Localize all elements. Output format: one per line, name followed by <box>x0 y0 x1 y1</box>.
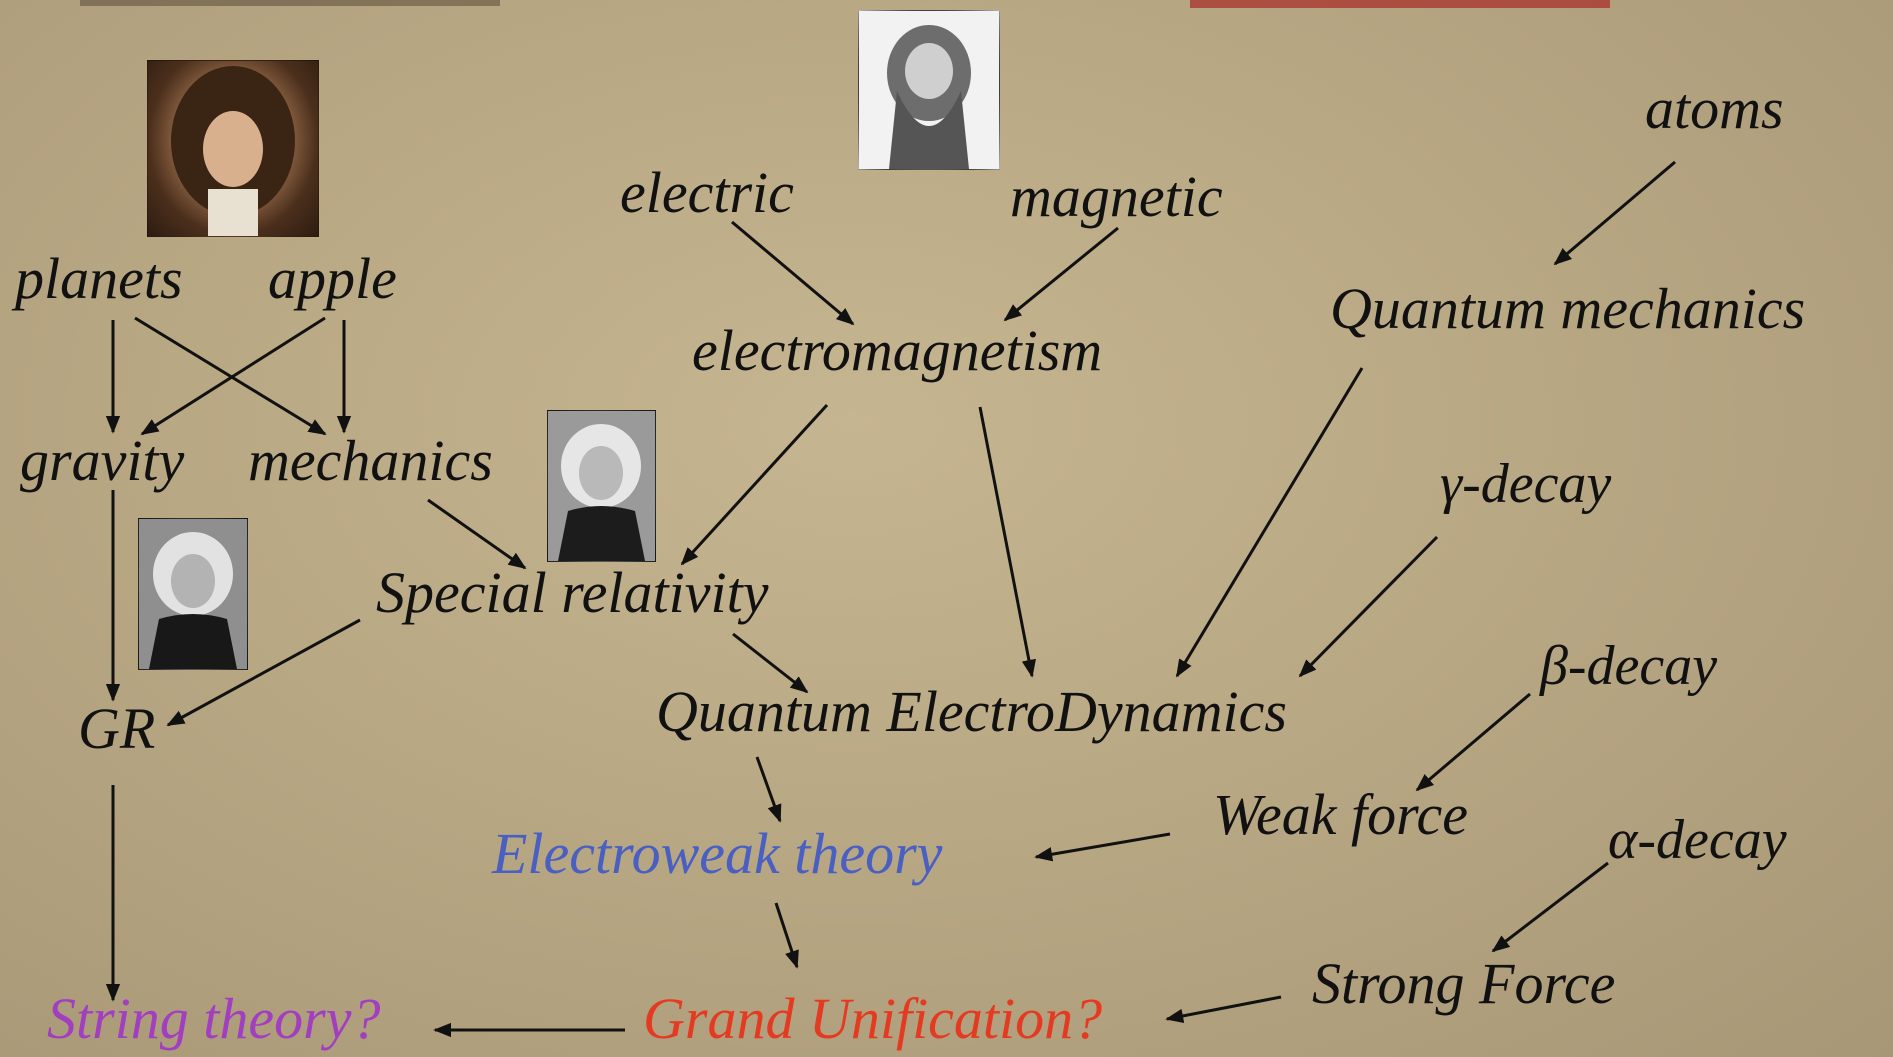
node-special-relativity: Special relativity <box>376 564 768 622</box>
node-mechanics: mechanics <box>248 432 493 490</box>
node-gr: GR <box>78 700 155 758</box>
arrow-electroweak-gu <box>776 903 797 967</box>
node-atoms: atoms <box>1645 80 1784 138</box>
node-beta-decay: β-decay <box>1540 638 1717 694</box>
arrow-electric-em <box>732 222 853 324</box>
node-planets: planets <box>15 250 183 308</box>
arrow-qed-electroweak <box>757 757 780 821</box>
arrow-beta-weak <box>1417 694 1530 790</box>
arrow-mechanics-sr <box>428 500 525 568</box>
node-gamma-decay: γ-decay <box>1440 456 1611 512</box>
node-grand-unification: Grand Unification? <box>643 990 1102 1048</box>
arrow-gamma-qed <box>1300 537 1437 676</box>
node-electromagnetism: electromagnetism <box>692 322 1102 380</box>
arrow-weak-electroweak <box>1036 834 1170 857</box>
node-string-theory: String theory? <box>47 990 380 1048</box>
node-electroweak: Electroweak theory <box>492 825 942 883</box>
node-quantum-mechanics: Quantum mechanics <box>1330 280 1805 338</box>
node-gravity: gravity <box>20 432 184 490</box>
arrow-atoms-qm <box>1555 162 1675 264</box>
arrow-sr-gr <box>168 620 360 725</box>
node-qed: Quantum ElectroDynamics <box>656 683 1287 741</box>
node-magnetic: magnetic <box>1010 168 1223 226</box>
node-apple: apple <box>268 250 397 308</box>
node-alpha-decay: α-decay <box>1608 812 1787 868</box>
node-electric: electric <box>620 164 794 222</box>
node-weak-force: Weak force <box>1213 786 1468 844</box>
arrow-em-qed <box>980 407 1032 676</box>
arrow-em-sr <box>682 405 827 564</box>
arrow-strong-gu <box>1167 997 1281 1019</box>
arrow-alpha-strong <box>1493 863 1608 951</box>
arrow-magnetic-em <box>1005 228 1118 320</box>
arrow-qm-qed <box>1177 368 1362 676</box>
node-strong-force: Strong Force <box>1312 955 1615 1013</box>
